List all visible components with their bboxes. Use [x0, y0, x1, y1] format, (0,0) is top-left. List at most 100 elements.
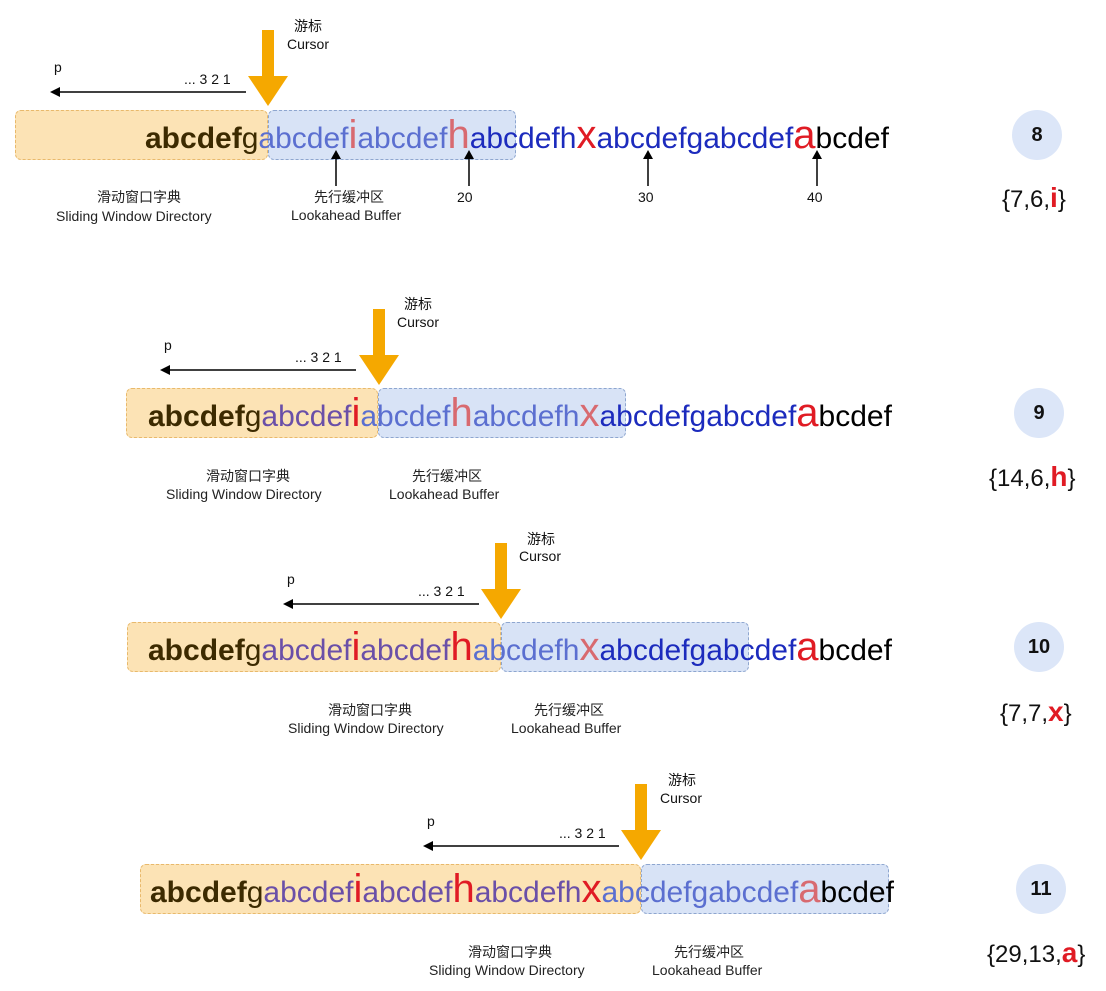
- seq-seg1: abcdef: [148, 634, 245, 667]
- seq-seg6: h: [447, 113, 470, 157]
- cursor-arrow-icon: [248, 30, 288, 106]
- lookahead-buffer-box: [378, 388, 626, 438]
- cursor-label-en: Cursor: [287, 36, 330, 52]
- symbol-sequence: abcdefgabcdefiabcdefhabcdefhxabcdefgabcd…: [148, 388, 892, 442]
- seq-seg6: h: [450, 391, 473, 435]
- seq-seg11: bcdef: [818, 634, 892, 667]
- lookahead-label-en: Lookahead Buffer: [291, 207, 402, 223]
- seq-seg2: g: [244, 400, 262, 433]
- seq-seg8: x: [579, 625, 600, 669]
- seq-seg3: abcdef: [263, 876, 354, 909]
- sliding-window-box: [140, 864, 641, 914]
- window-label-en: Sliding Window Directory: [288, 720, 444, 736]
- seq-seg3: abcdef: [258, 122, 349, 155]
- window-label-zh: 滑动窗口字典: [97, 189, 181, 205]
- seq-seg6: h: [450, 625, 473, 669]
- offset-arrow-icon: [50, 87, 246, 97]
- triple-prefix: {14,6,: [989, 465, 1051, 492]
- seq-seg11: bcdef: [815, 122, 889, 155]
- lookahead-buffer-box: [268, 110, 516, 160]
- seq-seg10: a: [793, 113, 816, 157]
- triple-suffix: }: [1063, 700, 1072, 727]
- seq-seg2: g: [246, 876, 264, 909]
- triple-prefix: {7,7,: [1000, 700, 1049, 727]
- offset-counter: ... 3 2 1: [184, 71, 231, 87]
- seq-seg9: abcdefgabcdef: [599, 634, 797, 667]
- step-number-badge: 11: [1016, 864, 1066, 914]
- lookahead-label-en: Lookahead Buffer: [389, 486, 500, 502]
- seq-seg5: abcdef: [362, 876, 453, 909]
- offset-arrow-icon: [160, 365, 356, 375]
- lookahead-buffer-box: [641, 864, 889, 914]
- position-30: 30: [638, 189, 654, 205]
- position-20: 20: [457, 189, 473, 205]
- cursor-arrow-icon: [481, 543, 521, 619]
- seq-seg7: abcdefh: [472, 400, 580, 433]
- lookahead-label-zh: 先行缓冲区: [534, 702, 604, 718]
- sliding-window-box: [127, 622, 501, 672]
- triple-char: i: [1050, 182, 1058, 213]
- seq-seg8: x: [579, 391, 600, 435]
- symbol-sequence: abcdefgabcdefiabcdefhabcdefhxabcdefgabcd…: [148, 622, 892, 676]
- seq-seg5: abcdef: [360, 634, 451, 667]
- position-40: 40: [807, 189, 823, 205]
- seq-seg1: abcdef: [150, 876, 247, 909]
- p-label: p: [427, 813, 435, 829]
- step-number-badge: 10: [1014, 622, 1064, 672]
- lookahead-buffer-box: [501, 622, 749, 672]
- triple-suffix: }: [1077, 941, 1086, 968]
- seq-seg11: bcdef: [820, 876, 894, 909]
- offset-counter: ... 3 2 1: [418, 583, 465, 599]
- lookahead-label-zh: 先行缓冲区: [412, 468, 482, 484]
- cursor-label-en: Cursor: [660, 790, 703, 806]
- triple-char: a: [1061, 937, 1078, 968]
- offset-arrow-icon: [423, 841, 619, 851]
- seq-seg3: abcdef: [261, 400, 352, 433]
- seq-seg4: i: [348, 113, 358, 157]
- output-triple: {7,6,i}: [1002, 182, 1066, 214]
- window-label-zh: 滑动窗口字典: [206, 468, 290, 484]
- triple-prefix: {7,6,: [1002, 186, 1051, 213]
- seq-seg6: h: [452, 867, 475, 911]
- p-label: p: [164, 337, 172, 353]
- position-marker-icon: [812, 150, 822, 186]
- cursor-arrow-icon: [621, 784, 661, 860]
- offset-counter: ... 3 2 1: [295, 349, 342, 365]
- window-label-zh: 滑动窗口字典: [328, 702, 412, 718]
- seq-seg2: g: [241, 122, 259, 155]
- cursor-label-zh: 游标: [668, 772, 696, 788]
- window-label-en: Sliding Window Directory: [56, 208, 212, 224]
- cursor-arrow-icon: [359, 309, 399, 385]
- seq-seg10: a: [796, 625, 819, 669]
- seq-seg10: a: [796, 391, 819, 435]
- triple-char: h: [1050, 461, 1068, 492]
- seq-seg8: x: [576, 113, 597, 157]
- cursor-label-en: Cursor: [519, 548, 562, 564]
- window-label-en: Sliding Window Directory: [429, 962, 585, 978]
- symbol-sequence: abcdefgabcdefiabcdefhabcdefhxabcdefgabcd…: [150, 864, 894, 918]
- step-number-badge: 9: [1014, 388, 1064, 438]
- cursor-label-zh: 游标: [527, 531, 555, 547]
- lookahead-label-en: Lookahead Buffer: [652, 962, 763, 978]
- p-label: p: [287, 571, 295, 587]
- seq-seg4: i: [351, 625, 361, 669]
- position-marker-icon: [464, 150, 474, 186]
- seq-seg8: x: [581, 867, 602, 911]
- seq-seg9: abcdefgabcdef: [596, 122, 794, 155]
- seq-seg9: abcdefgabcdef: [599, 400, 797, 433]
- seq-seg4: i: [351, 391, 361, 435]
- seq-seg11: bcdef: [818, 400, 892, 433]
- window-label-zh: 滑动窗口字典: [468, 944, 552, 960]
- triple-char: x: [1048, 696, 1064, 727]
- triple-suffix: }: [1057, 186, 1066, 213]
- seq-seg5: abcdef: [357, 122, 448, 155]
- sliding-window-box: [126, 388, 378, 438]
- offset-arrow-icon: [283, 599, 479, 609]
- seq-seg7: abcdefh: [469, 122, 577, 155]
- cursor-label-zh: 游标: [294, 18, 322, 34]
- triple-suffix: }: [1067, 465, 1076, 492]
- seq-seg1: abcdef: [148, 400, 245, 433]
- position-marker-icon: [331, 150, 341, 186]
- sliding-window-box: [15, 110, 268, 160]
- seq-seg4: i: [353, 867, 363, 911]
